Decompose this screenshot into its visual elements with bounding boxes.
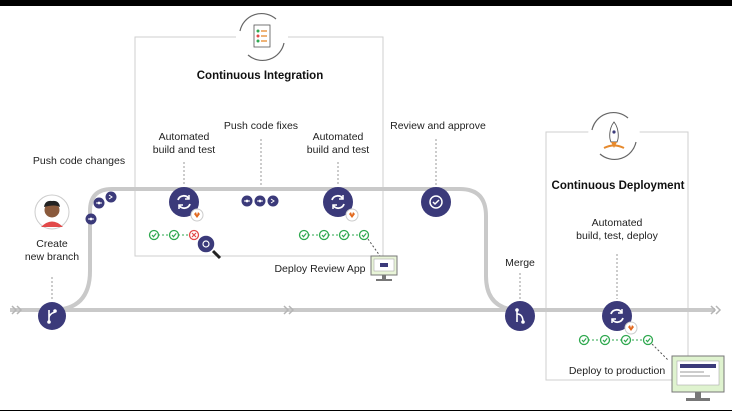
- commit-icon: [105, 191, 117, 203]
- git-merge-icon: [505, 301, 535, 331]
- pipeline-status-1: [148, 229, 200, 241]
- push-fixes-label: Push code fixes: [224, 120, 298, 132]
- deploy-production-label: Deploy to production: [569, 365, 665, 377]
- main-track-arrows: [11, 305, 722, 315]
- build-test-label-1: build and test: [153, 144, 216, 156]
- cd-badge-icon: [588, 110, 640, 162]
- automated-label-1: Automated: [159, 131, 210, 143]
- ci-title: Continuous Integration: [197, 70, 323, 82]
- check-circle-icon: [421, 187, 451, 217]
- review-approve-label: Review and approve: [390, 120, 486, 132]
- developer-avatar: [34, 194, 70, 230]
- gitlab-fox-icon: [345, 208, 359, 222]
- commit-icon: [267, 195, 279, 207]
- automated-label-2: Automated: [313, 131, 364, 143]
- refresh-icon: [169, 187, 199, 217]
- automated-label-3: Automated: [592, 217, 643, 229]
- refresh-icon: [602, 301, 632, 331]
- create-label-line2: new branch: [25, 251, 79, 263]
- deploy-review-app-label: Deploy Review App: [274, 263, 365, 275]
- build-test-label-2: build and test: [307, 144, 370, 156]
- create-label-line1: Create: [36, 238, 68, 250]
- pipeline-status-3: [578, 334, 654, 346]
- search-icon: [196, 234, 222, 260]
- commit-icon: [85, 213, 97, 225]
- pipeline-svg: Continuous Integration Continuous Deploy…: [10, 11, 725, 401]
- feature-track: [51, 187, 521, 312]
- monitor-icon: [370, 255, 398, 281]
- commit-icon: [254, 195, 266, 207]
- merge-label: Merge: [505, 257, 535, 269]
- commit-icon: [241, 195, 253, 207]
- commit-icon: [93, 197, 105, 209]
- push-code-changes-label: Push code changes: [33, 155, 125, 167]
- build-test-deploy-label: build, test, deploy: [576, 230, 658, 242]
- pipeline-status-2: [298, 229, 370, 241]
- gitlab-fox-icon: [190, 208, 204, 222]
- gitlab-fox-icon: [624, 321, 638, 335]
- ci-badge-icon: [236, 11, 288, 63]
- refresh-icon: [323, 187, 353, 217]
- pipeline-diagram: Continuous Integration Continuous Deploy…: [0, 6, 732, 410]
- monitor-icon: [671, 355, 725, 401]
- git-branch-icon: [38, 302, 66, 330]
- cd-title: Continuous Deployment: [552, 180, 685, 192]
